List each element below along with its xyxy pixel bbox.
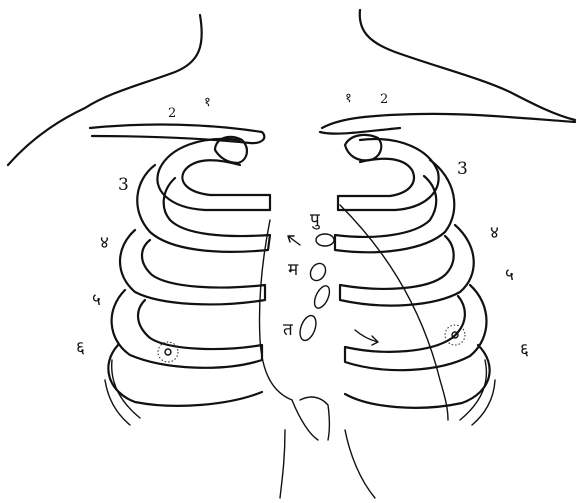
left-label-rib-6: ६: [76, 338, 85, 358]
right-rib-5: [345, 285, 487, 370]
left-rib-2: [157, 139, 270, 210]
left-label-rib-1: १: [204, 95, 211, 110]
left-label-rib-4: ४: [100, 233, 109, 253]
right-clavicle: [320, 114, 575, 134]
valve-arrow: [288, 236, 300, 245]
tricuspid-valve: [297, 313, 319, 342]
right-ribs: [335, 135, 495, 425]
left-ribs: [105, 137, 270, 425]
left-auscultation-center: [165, 349, 171, 355]
right-label-rib-5: ५: [505, 265, 514, 285]
mitral-valve: [307, 261, 328, 284]
left-lower-ribs: [105, 360, 140, 425]
left-neck-outline: [8, 15, 202, 165]
valve-label-p: पु: [310, 210, 321, 230]
right-rib-3: [335, 160, 454, 252]
right-rib-2: [338, 139, 439, 210]
diaphragm-lines: [280, 397, 375, 498]
right-rib-6: [345, 345, 490, 408]
right-label-rib-6: ६: [520, 340, 529, 360]
left-label-rib-5: ५: [92, 290, 101, 310]
valve-label-t: त: [283, 320, 293, 340]
right-label-rib-3: 3: [457, 159, 468, 179]
pulmonary-valve: [316, 234, 334, 246]
right-neck-outline: [360, 10, 575, 120]
aortic-valve: [311, 284, 332, 311]
right-label-rib-2: 2: [380, 92, 388, 107]
heart-valves: [288, 234, 378, 345]
left-label-rib-3: 3: [118, 175, 129, 195]
right-label-rib-1: १: [345, 91, 352, 106]
left-label-rib-2: 2: [168, 106, 176, 121]
left-body-outline: [259, 220, 292, 400]
right-label-rib-4: ४: [490, 223, 499, 243]
left-rib-5: [112, 290, 262, 368]
left-rib-6: [108, 345, 262, 406]
valve-label-m: म: [288, 260, 299, 280]
valve-arrow-right: [355, 330, 378, 345]
left-rib-4: [120, 230, 265, 304]
